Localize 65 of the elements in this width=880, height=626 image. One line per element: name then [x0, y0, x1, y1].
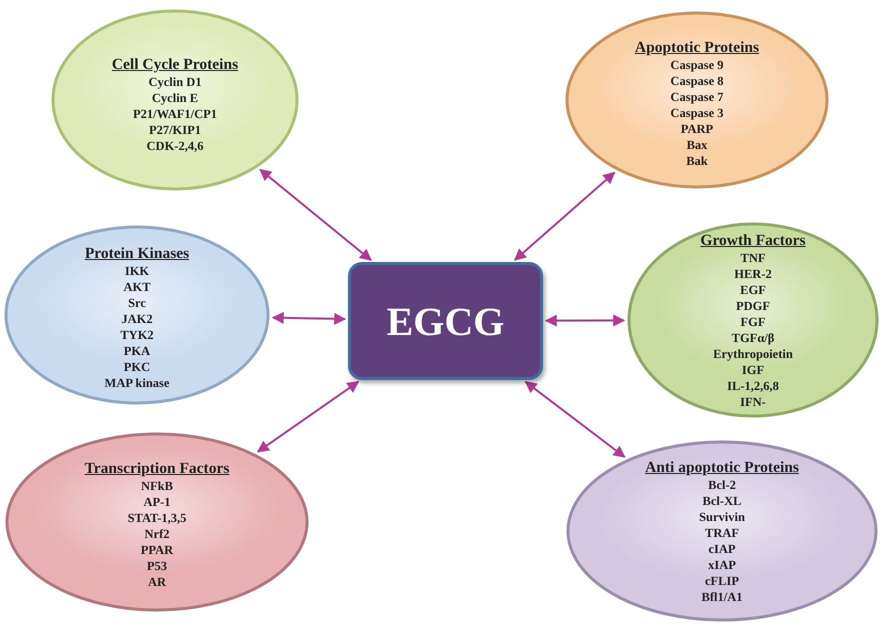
protein-name: JAK2 [121, 310, 153, 326]
protein-name: IKK [124, 262, 150, 278]
protein-name: cIAP [708, 540, 736, 556]
protein-name: P27/KIP1 [148, 122, 202, 138]
protein-name: Caspase 8 [670, 72, 724, 88]
protein-name: HER-2 [734, 266, 772, 282]
compound-name: EGCG [386, 298, 504, 344]
category-heading: Anti apoptotic Proteins [645, 458, 799, 476]
compound-box [348, 262, 543, 380]
protein-name: PPAR [140, 542, 174, 558]
category-heading: Protein Kinases [84, 244, 190, 262]
protein-name: Bak [686, 152, 708, 168]
protein-name: Caspase 7 [670, 88, 724, 104]
protein-name: Bcl-XL [702, 492, 742, 508]
protein-name: TYK2 [120, 326, 154, 342]
protein-name: cFLIP [704, 572, 740, 588]
double-arrow [524, 381, 626, 458]
protein-name: EGF [740, 282, 766, 298]
protein-name: IFN- [740, 394, 766, 410]
category-heading: Transcription Factors [84, 458, 230, 478]
protein-name: Survivin [699, 508, 745, 524]
protein-name: AR [148, 574, 166, 590]
protein-name: TRAF [704, 524, 740, 540]
protein-name: Erythropoietin [713, 346, 793, 362]
protein-name: P53 [146, 558, 168, 574]
category-heading: Apoptotic Proteins [634, 38, 760, 56]
category-heading: Cell Cycle Proteins [112, 54, 238, 74]
protein-name: AKT [123, 278, 151, 294]
protein-name: Caspase 9 [670, 56, 724, 72]
category-ellipse [565, 11, 829, 189]
protein-name: CDK-2,4,6 [146, 138, 204, 154]
protein-name: Src [128, 294, 146, 310]
double-arrow [256, 380, 360, 453]
protein-name: PARP [680, 120, 714, 136]
protein-name: Caspase 3 [670, 104, 724, 120]
protein-name: Nrf2 [144, 526, 170, 542]
double-arrow [544, 314, 626, 327]
protein-name: PKA [124, 342, 150, 358]
protein-name: AP-1 [143, 494, 171, 510]
protein-name: P21/WAF1/CP1 [132, 106, 218, 122]
protein-name: Bfl1/A1 [702, 588, 742, 604]
protein-name: Cyclin E [152, 90, 198, 106]
protein-name: TGFα/β [732, 330, 774, 346]
double-arrow [272, 312, 346, 325]
protein-name: PDGF [736, 298, 770, 314]
protein-name: TNF [740, 250, 766, 266]
category-ellipse [4, 225, 270, 405]
protein-name: Cyclin D1 [148, 74, 202, 90]
category-ellipse [627, 222, 879, 418]
category-heading: Growth Factors [700, 230, 806, 250]
category-ellipse [566, 440, 878, 622]
protein-name: IGF [742, 362, 764, 378]
double-arrow [259, 168, 372, 261]
protein-name: Bax [686, 136, 708, 152]
category-ellipse [5, 432, 309, 612]
protein-name: MAP kinase [104, 374, 170, 390]
protein-name: PKC [124, 358, 150, 374]
protein-name: Bcl-2 [708, 476, 736, 492]
protein-name: STAT-1,3,5 [128, 510, 186, 526]
protein-name: NFkB [141, 478, 173, 494]
protein-name: xIAP [708, 556, 736, 572]
protein-name: IL-1,2,6,8 [727, 378, 779, 394]
protein-name: FGF [740, 314, 766, 330]
double-arrow [514, 172, 616, 261]
category-ellipse [51, 9, 299, 191]
